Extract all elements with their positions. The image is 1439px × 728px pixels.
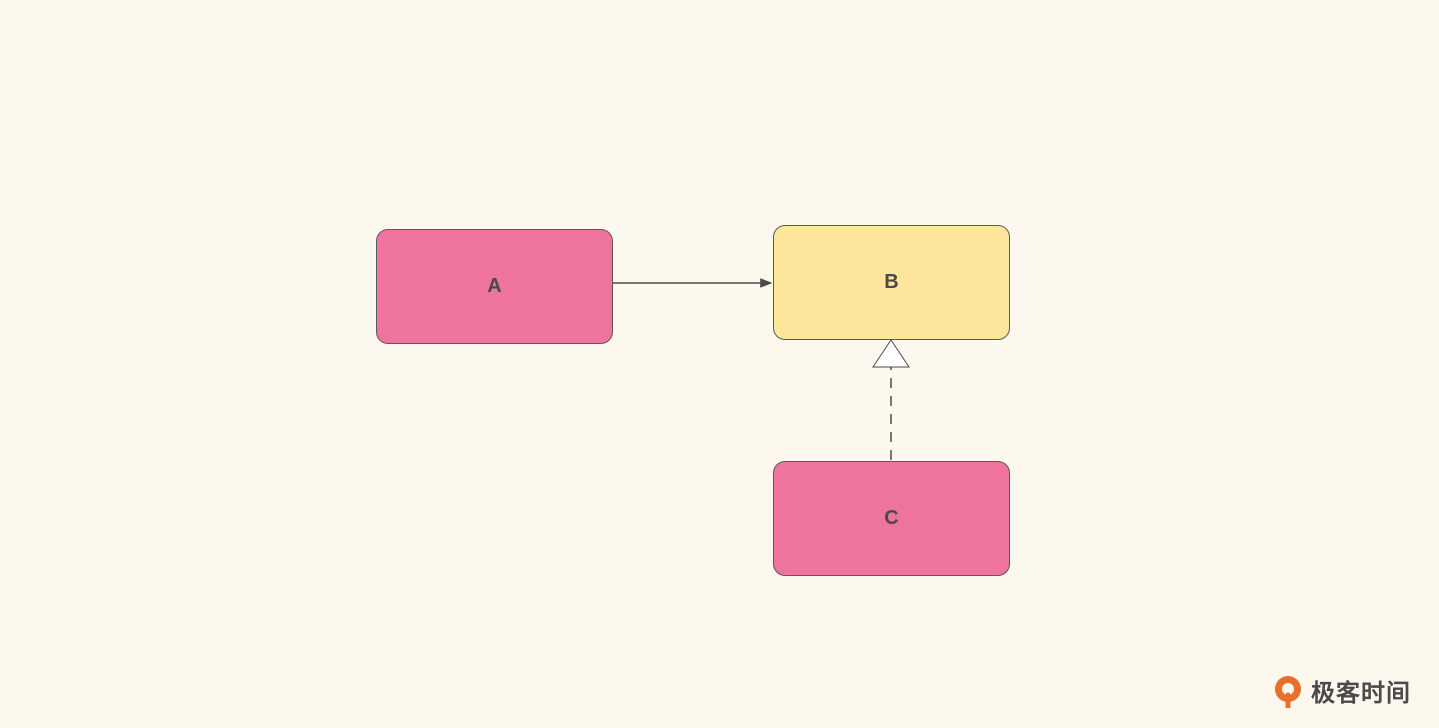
node-c-label: C	[884, 507, 899, 529]
node-a-label: A	[487, 275, 502, 297]
node-a[interactable]: A	[376, 229, 613, 344]
geektime-logo: 极客时间	[1271, 673, 1411, 708]
geektime-logo-icon	[1275, 675, 1301, 708]
node-b[interactable]: B	[773, 225, 1010, 340]
logo-text: 极客时间	[1311, 679, 1411, 707]
node-b-label: B	[884, 271, 899, 293]
hollow-triangle-arrowhead	[872, 339, 910, 368]
node-c[interactable]: C	[773, 461, 1010, 576]
